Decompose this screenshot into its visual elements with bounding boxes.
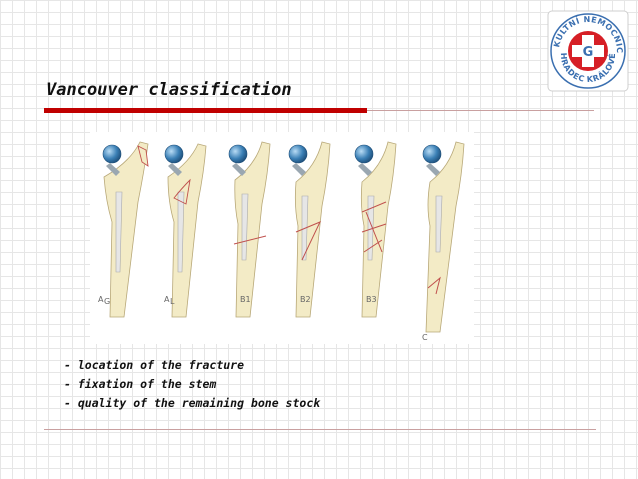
title-accent-bar [44,108,367,113]
label-al-main: A [164,295,170,304]
femur-c [422,141,465,333]
criteria-item-bone-stock: - quality of the remaining bone stock [64,396,321,410]
logo-monogram: G [583,45,594,60]
label-b2: B2 [300,295,311,304]
vancouver-classification-illustration: A G A L B1 B2 B3 C [90,132,474,344]
label-ag-main: A [98,295,104,304]
femur-al [164,143,207,318]
criteria-list: - location of the fracture - fixation of… [64,356,320,413]
femur-b2 [288,141,331,318]
hospital-logo: FAKULTNÍ NEMOCNICE HRADEC KRÁLOVÉ G [547,10,629,92]
femur-b3 [354,141,397,318]
label-c: C [422,333,428,342]
label-ag-sub: G [104,297,110,306]
label-al-sub: L [170,297,175,306]
criteria-item-location: - location of the fracture [64,358,245,372]
label-b3: B3 [366,295,377,304]
criteria-item-fixation: - fixation of the stem [64,377,217,391]
femur-ag [102,141,149,318]
bottom-divider [44,429,596,430]
label-b1: B1 [240,295,251,304]
slide-title: Vancouver classification [46,80,292,100]
femur-b1 [228,141,271,318]
